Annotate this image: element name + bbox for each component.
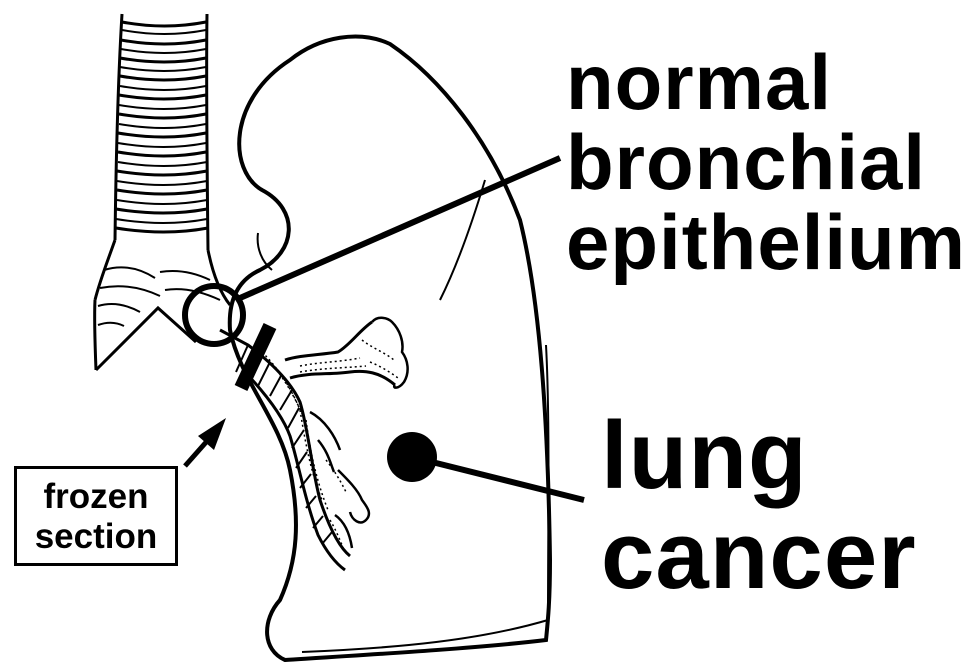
- lung-cancer-label: lung cancer: [601, 406, 917, 606]
- frozen-section-arrow: [185, 418, 226, 466]
- bronchial-tree: [220, 318, 408, 570]
- epithelium-highlight-circle: [185, 286, 243, 344]
- section-cut-mark: [241, 326, 270, 388]
- frozen-section-box: frozen section: [14, 466, 178, 566]
- normal-bronchial-epithelium-label: normal bronchial epithelium: [566, 42, 966, 282]
- carina: [95, 240, 230, 370]
- trachea: [115, 14, 208, 250]
- frozen-section-label: frozen section: [17, 477, 175, 557]
- tumor-leader-line: [412, 457, 584, 500]
- lung-outline: [230, 37, 550, 660]
